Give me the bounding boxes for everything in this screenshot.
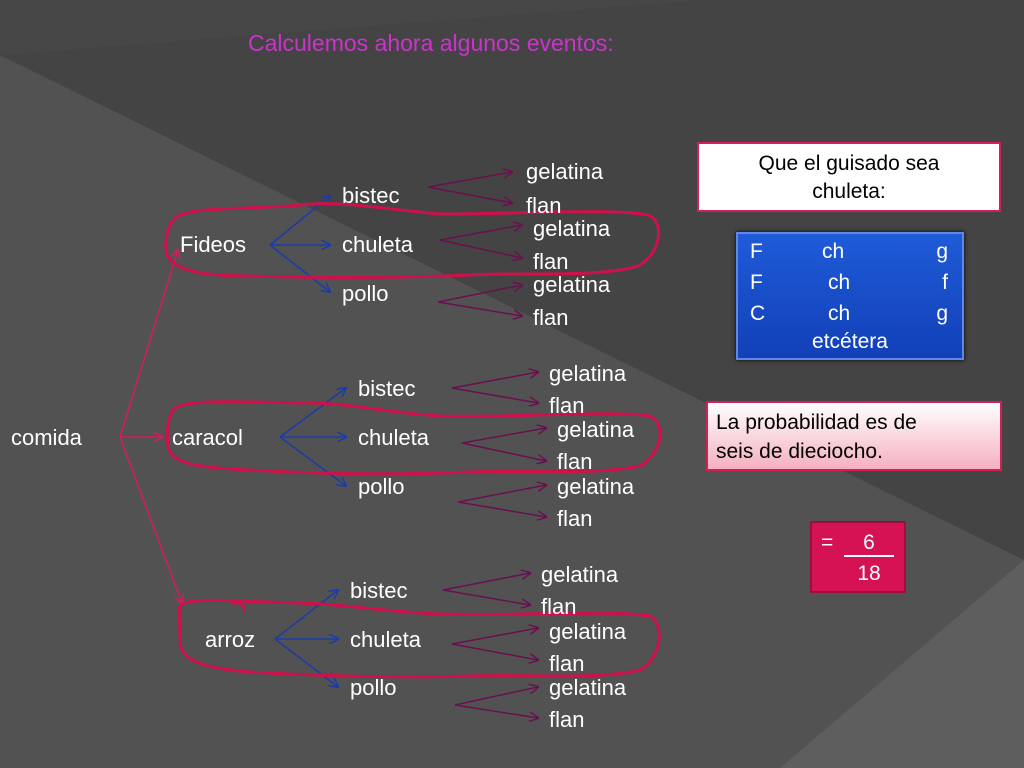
node-fideos-pollo: pollo xyxy=(342,281,389,306)
leaf: flan xyxy=(549,707,585,732)
probability-line-1: La probabilidad es de xyxy=(716,411,917,434)
leaf: gelatina xyxy=(557,417,635,442)
node-caracol-pollo: pollo xyxy=(358,474,405,499)
slide-title: Calculemos ahora algunos eventos: xyxy=(248,30,614,56)
outcome-cell: g xyxy=(936,302,948,325)
probability-box: La probabilidad es de seis de dieciocho. xyxy=(706,401,1002,471)
leaf: flan xyxy=(549,393,585,418)
node-caracol-bistec: bistec xyxy=(358,376,416,401)
leaf: gelatina xyxy=(549,675,627,700)
leaf: flan xyxy=(557,506,593,531)
leaf: flan xyxy=(549,651,585,676)
leaf: gelatina xyxy=(541,562,619,587)
outcomes-box: F ch g F ch f C ch g etcétera xyxy=(736,232,964,360)
node-fideos-chuleta: chuleta xyxy=(342,232,413,257)
outcome-cell: ch xyxy=(828,302,851,325)
node-arroz-pollo: pollo xyxy=(350,675,397,700)
node-fideos: Fideos xyxy=(180,232,247,257)
leaf: flan xyxy=(557,449,593,474)
fraction-box: = 6 18 xyxy=(810,521,906,593)
fraction-equals: = xyxy=(821,531,834,554)
node-fideos-bistec: bistec xyxy=(342,183,400,208)
probability-line-2: seis de dieciocho. xyxy=(716,440,883,463)
question-line-2: chuleta: xyxy=(812,180,886,203)
leaf: gelatina xyxy=(526,159,604,184)
leaf: flan xyxy=(533,249,569,274)
node-root: comida xyxy=(11,425,82,450)
question-box: Que el guisado sea chuleta: xyxy=(697,142,1001,212)
outcomes-etc: etcétera xyxy=(812,330,888,353)
leaf: gelatina xyxy=(557,474,635,499)
outcome-cell: F xyxy=(750,240,763,263)
outcome-cell: g xyxy=(936,240,948,263)
leaf: flan xyxy=(541,594,577,619)
node-arroz: arroz xyxy=(205,627,256,652)
outcome-cell: C xyxy=(750,302,766,325)
outcome-cell: f xyxy=(942,271,948,294)
leaf: flan xyxy=(533,305,569,330)
fraction-denominator: 18 xyxy=(857,562,881,585)
fraction-numerator: 6 xyxy=(844,531,894,557)
outcome-cell: ch xyxy=(828,271,851,294)
leaf: gelatina xyxy=(549,619,627,644)
node-caracol: caracol xyxy=(172,425,243,450)
outcome-cell: ch xyxy=(822,240,845,263)
outcome-row: F ch f xyxy=(750,271,948,301)
outcome-row: F ch g xyxy=(750,240,948,270)
node-arroz-bistec: bistec xyxy=(350,578,408,603)
leaf: gelatina xyxy=(533,216,611,241)
leaf: gelatina xyxy=(549,361,627,386)
node-arroz-chuleta: chuleta xyxy=(350,627,421,652)
leaf: gelatina xyxy=(533,272,611,297)
outcome-row: C ch g xyxy=(750,302,948,332)
node-caracol-chuleta: chuleta xyxy=(358,425,429,450)
leaf: flan xyxy=(526,193,562,218)
outcome-cell: F xyxy=(750,271,763,294)
question-line-1: Que el guisado sea xyxy=(758,152,940,175)
